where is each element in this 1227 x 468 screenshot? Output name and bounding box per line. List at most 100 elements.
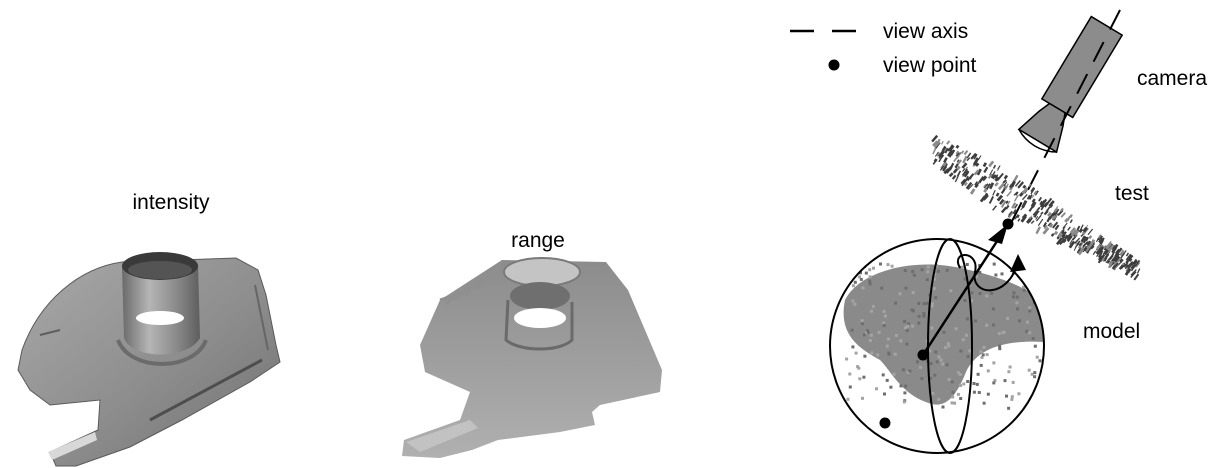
model-texture-point bbox=[917, 322, 920, 325]
model-texture-point bbox=[1046, 400, 1049, 403]
model-texture-point bbox=[1007, 407, 1010, 410]
model-texture-point bbox=[869, 283, 872, 286]
model-texture-point bbox=[876, 353, 879, 356]
model-texture-point bbox=[875, 387, 878, 390]
model-texture-point bbox=[977, 373, 980, 376]
model-texture-point bbox=[921, 268, 924, 271]
test-point bbox=[1088, 235, 1092, 239]
model-texture-point bbox=[1012, 381, 1015, 384]
model-texture-point bbox=[936, 360, 939, 363]
model-texture-point bbox=[957, 371, 960, 374]
test-point bbox=[983, 167, 988, 173]
test-point bbox=[964, 150, 969, 155]
model-texture-point bbox=[973, 391, 976, 394]
model-texture-point bbox=[1007, 370, 1010, 373]
intensity-panel: intensity bbox=[18, 191, 280, 466]
test-point bbox=[1014, 195, 1019, 202]
view-point-legend-label: view point bbox=[883, 54, 977, 77]
test-point bbox=[1064, 223, 1067, 227]
test-point bbox=[1137, 268, 1140, 273]
test-cloud: test bbox=[931, 135, 1149, 281]
test-point bbox=[941, 141, 944, 145]
model-texture-point bbox=[1046, 283, 1049, 286]
model-texture-point bbox=[966, 263, 969, 266]
model-texture-point bbox=[870, 351, 873, 354]
model-texture-point bbox=[1023, 276, 1026, 279]
model-texture-point bbox=[1033, 371, 1036, 374]
model-texture-point bbox=[852, 284, 855, 287]
model-texture-point bbox=[992, 361, 995, 364]
model-texture-point bbox=[942, 406, 945, 409]
model-texture-point bbox=[998, 347, 1001, 350]
model-texture-point bbox=[992, 324, 995, 327]
model-texture-point bbox=[966, 380, 969, 383]
model-texture-point bbox=[987, 393, 990, 396]
model-texture-point bbox=[980, 364, 983, 367]
model-texture-point bbox=[891, 265, 894, 268]
model-texture-point bbox=[867, 331, 870, 334]
model-texture-point bbox=[931, 392, 934, 395]
model-texture-point bbox=[869, 339, 872, 342]
model-texture-point bbox=[973, 382, 976, 385]
model-texture-point bbox=[917, 302, 920, 305]
model-texture-point bbox=[865, 272, 868, 275]
model-texture-point bbox=[911, 270, 914, 273]
model-texture-point bbox=[1016, 307, 1019, 310]
model-texture-point bbox=[981, 356, 984, 359]
model-texture-point bbox=[862, 376, 865, 379]
model-texture-point bbox=[1053, 402, 1056, 405]
test-point bbox=[988, 161, 994, 168]
model-texture-point bbox=[930, 327, 933, 330]
model-texture-point bbox=[962, 383, 965, 386]
model-texture-point bbox=[933, 287, 936, 290]
test-point bbox=[1031, 220, 1035, 224]
model-texture-point bbox=[851, 345, 854, 348]
test-point bbox=[962, 156, 967, 164]
model-texture-point bbox=[1034, 345, 1037, 348]
model-texture-point bbox=[967, 355, 970, 358]
model-texture-point bbox=[1047, 401, 1050, 404]
model-texture-point bbox=[884, 315, 887, 318]
model-texture-point bbox=[913, 274, 916, 277]
test-point bbox=[998, 173, 1004, 180]
model-texture-point bbox=[983, 402, 986, 405]
model-texture-point bbox=[872, 267, 875, 270]
model-texture-point bbox=[992, 307, 995, 310]
model-texture-point bbox=[946, 363, 949, 366]
model-texture-point bbox=[941, 363, 944, 366]
model-texture-point bbox=[1023, 289, 1026, 292]
model-texture-point bbox=[955, 327, 958, 330]
model-texture-point bbox=[1012, 295, 1015, 298]
model-texture-point bbox=[990, 292, 993, 295]
model-texture-point bbox=[883, 393, 886, 396]
model-texture-point bbox=[923, 302, 926, 305]
model-texture-point bbox=[886, 379, 889, 382]
model-texture-point bbox=[1042, 313, 1045, 316]
model-texture-point bbox=[1028, 369, 1031, 372]
test-point bbox=[1006, 191, 1012, 197]
test-point bbox=[994, 182, 999, 187]
model-texture-point bbox=[1055, 366, 1058, 369]
model-texture-point bbox=[1013, 291, 1016, 294]
camera: camera bbox=[1016, 15, 1208, 158]
intensity-tube-inner bbox=[128, 261, 192, 279]
range-panel: range bbox=[402, 229, 662, 458]
model-texture-point bbox=[951, 396, 954, 399]
model-texture-point bbox=[900, 384, 903, 387]
model-texture-point bbox=[848, 373, 851, 376]
sphere-bottom-point-dot bbox=[880, 418, 891, 429]
model-texture-point bbox=[906, 329, 909, 332]
model-texture-point bbox=[1006, 317, 1009, 320]
model-texture-point bbox=[926, 302, 929, 305]
model-texture-point bbox=[1022, 286, 1025, 289]
test-point bbox=[993, 165, 996, 169]
model-texture-point bbox=[918, 315, 921, 318]
model-texture-point bbox=[1048, 292, 1051, 295]
test-point bbox=[1017, 218, 1020, 222]
model-texture-point bbox=[940, 359, 943, 362]
model-center-dot bbox=[918, 350, 929, 361]
model-texture-point bbox=[949, 289, 952, 292]
model-texture-point bbox=[934, 296, 937, 299]
model-texture-point bbox=[851, 329, 854, 332]
